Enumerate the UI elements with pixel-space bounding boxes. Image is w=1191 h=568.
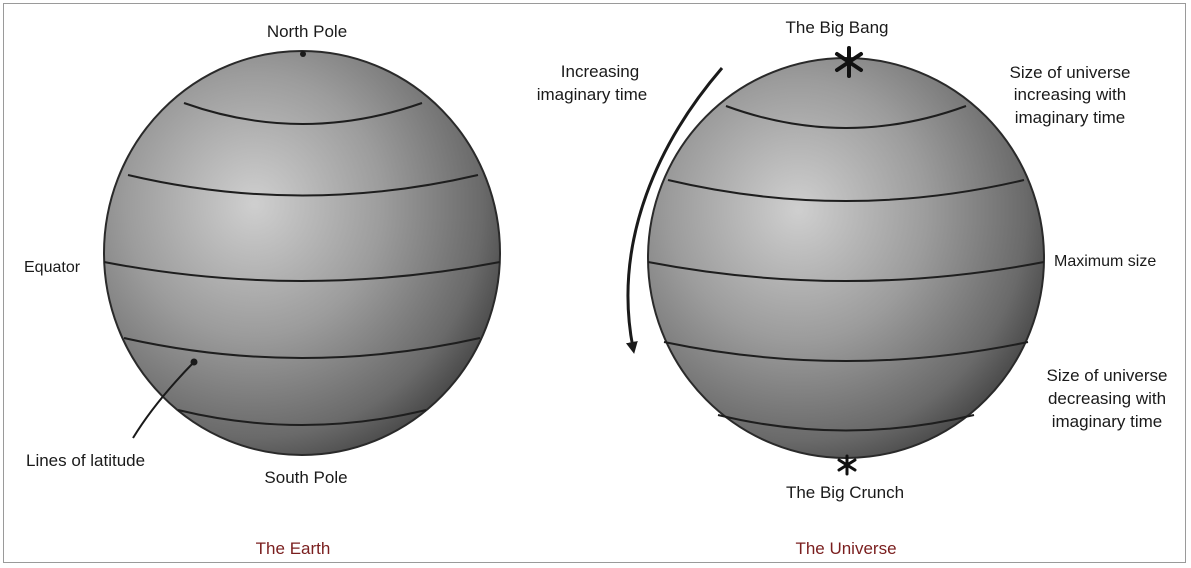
size-decreasing-line3: imaginary time (1052, 412, 1163, 431)
big-crunch-label: The Big Crunch (786, 483, 904, 502)
earth-latitude-lines (103, 102, 501, 426)
universe-latitude-lines (647, 105, 1045, 432)
earth-sphere (103, 50, 501, 456)
increasing-time-line1: Increasing (561, 62, 639, 81)
equator-label: Equator (24, 259, 81, 276)
size-increasing-line2: increasing with (1014, 85, 1126, 104)
north-pole-dot (300, 51, 306, 57)
universe-sphere (647, 57, 1045, 459)
big-crunch-star (837, 454, 857, 476)
size-increasing-line1: Size of universe (1010, 63, 1131, 82)
latitude-pointer-dot (190, 358, 198, 366)
north-pole-label: North Pole (267, 22, 347, 41)
big-bang-label: The Big Bang (785, 18, 888, 37)
south-pole-label: South Pole (264, 468, 347, 487)
latitude-pointer (132, 361, 195, 439)
lines-of-latitude-label: Lines of latitude (26, 451, 145, 470)
maximum-size-label: Maximum size (1054, 253, 1156, 270)
universe-caption: The Universe (795, 539, 896, 558)
size-decreasing-line2: decreasing with (1048, 389, 1166, 408)
increasing-time-line2: imaginary time (537, 85, 648, 104)
size-increasing-line3: imaginary time (1015, 108, 1126, 127)
size-decreasing-line1: Size of universe (1047, 366, 1168, 385)
imaginary-time-arrow (625, 67, 724, 354)
big-bang-star (835, 46, 863, 78)
earth-caption: The Earth (256, 539, 331, 558)
